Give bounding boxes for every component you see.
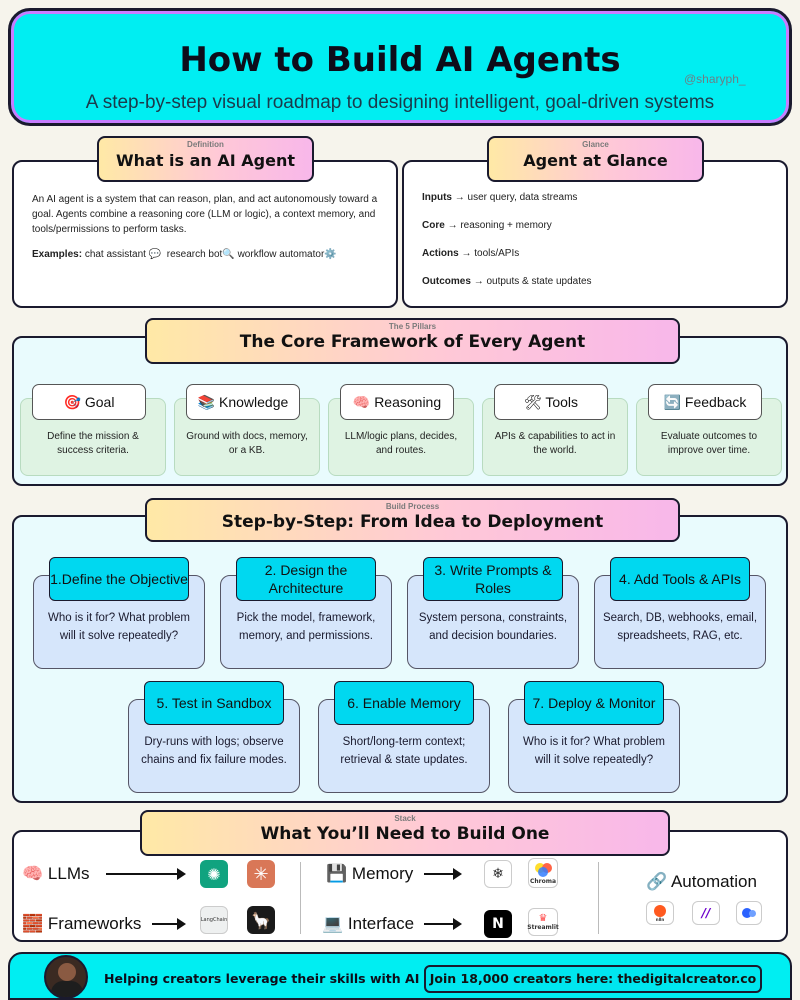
claude-logo-icon: ✳ [247, 860, 275, 888]
n8n-logo-icon: n8n [646, 901, 674, 925]
step-title-7: 7. Deploy & Monitor [524, 681, 664, 725]
step-title-6: 6. Enable Memory [334, 681, 474, 725]
definition-title: What is an AI Agent [115, 151, 296, 170]
glance-tag: Glance [582, 140, 609, 149]
target-icon: 🎯 [63, 394, 81, 410]
pillar-feedback: 🔄 Feedback [648, 384, 762, 420]
streamlit-logo-icon: ♛ Streamlit [527, 908, 559, 936]
laptop-icon: 💻 [322, 914, 344, 933]
glance-core: Core → reasoning + memory [422, 220, 552, 231]
pillar-reasoning: 🧠 Reasoning [340, 384, 454, 420]
langchain-logo-icon: LangChain [200, 906, 228, 934]
stack-pill: Stack What You’ll Need to Build One [140, 810, 670, 856]
arrow-icon [424, 918, 462, 930]
tools-icon: 🛠 [523, 394, 542, 410]
process-title: Step-by-Step: From Idea to Deployment [221, 512, 604, 532]
pillars-tag: The 5 Pillars [388, 322, 437, 331]
author-handle: @sharyph_ [684, 72, 746, 86]
page-subtitle: A step-by-step visual roadmap to designi… [85, 92, 715, 113]
glance-actions: Actions → tools/APIs [422, 248, 520, 259]
chroma-logo-icon: Chroma [528, 858, 558, 888]
step-desc-3: System persona, constraints, and decisio… [418, 612, 568, 642]
pillar-feedback-desc: Evaluate outcomes to improve over time. [660, 431, 758, 456]
definition-body: An AI agent is a system that can reason,… [32, 194, 378, 235]
step-desc-4: Search, DB, webhooks, email, spreadsheet… [602, 612, 758, 642]
llamaindex-logo-icon: 🦙 [247, 906, 275, 934]
step-title-3: 3. Write Prompts & Roles [423, 557, 563, 601]
openai-logo-icon: ✺ [200, 860, 228, 888]
process-tag: Build Process [385, 502, 440, 511]
glance-title: Agent at Glance [523, 151, 668, 170]
arrow-icon [106, 868, 186, 880]
step-desc-5: Dry-runs with logs; observe chains and f… [141, 736, 287, 766]
pinecone-logo-icon: ❄ [484, 860, 512, 888]
stack-divider [300, 862, 301, 934]
refresh-icon: 🔄 [663, 394, 682, 410]
glance-panel [402, 160, 788, 308]
step-desc-6: Short/long-term context; retrieval & sta… [340, 736, 468, 766]
definition-examples: Examples: chat assistant 💬 research bot🔍… [32, 247, 384, 262]
pillar-reasoning-desc: LLM/logic plans, decides, and routes. [344, 431, 458, 456]
glance-pill: Glance Agent at Glance [487, 136, 704, 182]
footer-tagline: Helping creators leverage their skills w… [104, 971, 420, 986]
example-item: chat assistant 💬 [84, 249, 162, 260]
step-title-1: 1.Define the Objective [49, 557, 189, 601]
books-icon: 📚 [197, 394, 216, 410]
stack-llms: 🧠 LLMs [22, 864, 90, 883]
pillar-tools: 🛠 Tools [494, 384, 608, 420]
example-item: workflow automator⚙️ [237, 249, 337, 260]
step-desc-2: Pick the model, framework, memory, and p… [236, 612, 376, 642]
step-desc-1: Who is it for? What problem will it solv… [48, 612, 190, 642]
pillar-knowledge: 📚 Knowledge [186, 384, 300, 420]
stack-tag: Stack [394, 814, 416, 823]
nextjs-logo-icon: N [484, 910, 512, 938]
join-link-button[interactable]: Join 18,000 creators here: thedigitalcre… [424, 965, 762, 993]
step-title-2: 2. Design the Architecture [236, 557, 376, 601]
definition-pill: Definition What is an AI Agent [97, 136, 314, 182]
definition-tag: Definition [187, 140, 224, 149]
arrow-icon [152, 918, 186, 930]
header-banner [8, 8, 792, 126]
examples-label: Examples: [32, 249, 83, 260]
definition-panel [12, 160, 398, 308]
link-icon: 🔗 [646, 872, 668, 891]
pillars-title: The Core Framework of Every Agent [239, 332, 586, 352]
stack-title: What You’ll Need to Build One [260, 824, 550, 844]
stack-divider [598, 862, 599, 934]
pillar-goal: 🎯 Goal [32, 384, 146, 420]
pillar-tools-desc: APIs & capabilities to act in the world. [494, 431, 616, 456]
brain-icon: 🧠 [22, 864, 44, 883]
glance-inputs: Inputs → user query, data streams [422, 192, 578, 203]
pillar-knowledge-desc: Ground with docs, memory, or a KB. [186, 431, 308, 456]
example-item: research bot🔍 [166, 249, 235, 260]
stack-frameworks: 🧱 Frameworks [22, 914, 142, 933]
bricks-icon: 🧱 [22, 914, 44, 933]
stack-automation: 🔗 Automation [646, 872, 757, 891]
zapier-logo-icon [736, 901, 762, 925]
glance-outcomes: Outcomes → outputs & state updates [422, 276, 592, 287]
step-desc-7: Who is it for? What problem will it solv… [523, 736, 665, 766]
brain-icon: 🧠 [352, 394, 371, 410]
arrow-icon [424, 868, 462, 880]
make-logo-icon: // [692, 901, 720, 925]
step-title-5: 5. Test in Sandbox [144, 681, 284, 725]
stack-memory: 💾 Memory [326, 864, 414, 883]
pillars-pill: The 5 Pillars The Core Framework of Ever… [145, 318, 680, 364]
floppy-icon: 💾 [326, 864, 348, 883]
avatar [44, 955, 88, 999]
pillar-goal-desc: Define the mission & success criteria. [47, 431, 139, 456]
stack-interface: 💻 Interface [322, 914, 415, 933]
page-title: How to Build AI Agents [179, 40, 621, 80]
step-title-4: 4. Add Tools & APIs [610, 557, 750, 601]
process-pill: Build Process Step-by-Step: From Idea to… [145, 498, 680, 542]
